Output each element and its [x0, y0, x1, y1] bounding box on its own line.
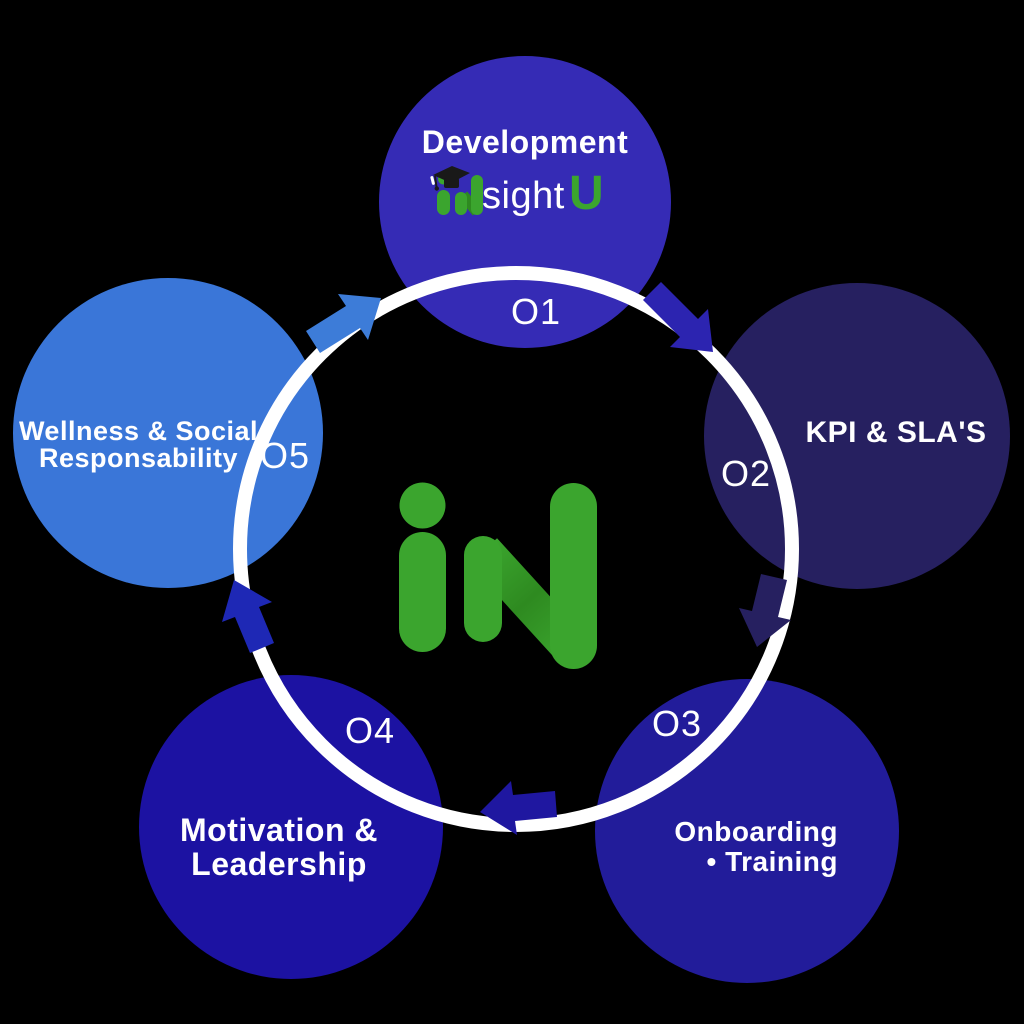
title-line: Onboarding: [674, 816, 838, 847]
title-line: Wellness & Social: [18, 416, 259, 446]
arrow-o5-to-o1: [306, 294, 381, 353]
step-number-o3: O3: [651, 703, 703, 744]
insightu-sight-text: sight: [482, 175, 565, 217]
title-line: Leadership: [191, 846, 367, 882]
step-number-o4: O4: [344, 710, 396, 751]
step-number-o1: O1: [510, 291, 562, 332]
arrow-o1-to-o2: [643, 282, 713, 352]
step-title-development: Development: [421, 124, 629, 160]
step-number-o5: O5: [259, 435, 311, 476]
arrow-o2-to-o3: [739, 574, 791, 647]
title-line: Responsability: [38, 443, 239, 473]
step-title-kpi-slas: KPI & SLA'S: [805, 416, 987, 449]
step-circle-onboarding-training: Onboarding • Training: [595, 679, 899, 983]
step-number-o2: O2: [720, 453, 772, 494]
arrow-o4-to-o5: [222, 580, 274, 653]
insightu-u-text: U: [569, 167, 604, 220]
graduation-cap-icon: [430, 166, 470, 191]
arrow-o3-to-o4: [480, 781, 557, 835]
insightu-logo-icon: [430, 166, 483, 216]
in-logo-icon: [399, 482, 597, 669]
step-title-wellness-social: Wellness & Social Responsability: [13, 418, 323, 472]
step-circle-kpi-slas: KPI & SLA'S: [704, 283, 1010, 589]
cap-highlight-mark: [430, 176, 435, 185]
cycle-ring: [233, 266, 799, 832]
step-circle-development: Development sight U: [379, 56, 671, 348]
step-circle-motivation-leadership: Motivation & Leadership: [139, 675, 443, 979]
step-title-onboarding-training: Onboarding • Training: [595, 817, 899, 877]
title-line: • Training: [706, 846, 838, 877]
step-title-motivation-leadership: Motivation & Leadership: [139, 813, 443, 881]
title-line: Motivation &: [180, 812, 378, 848]
